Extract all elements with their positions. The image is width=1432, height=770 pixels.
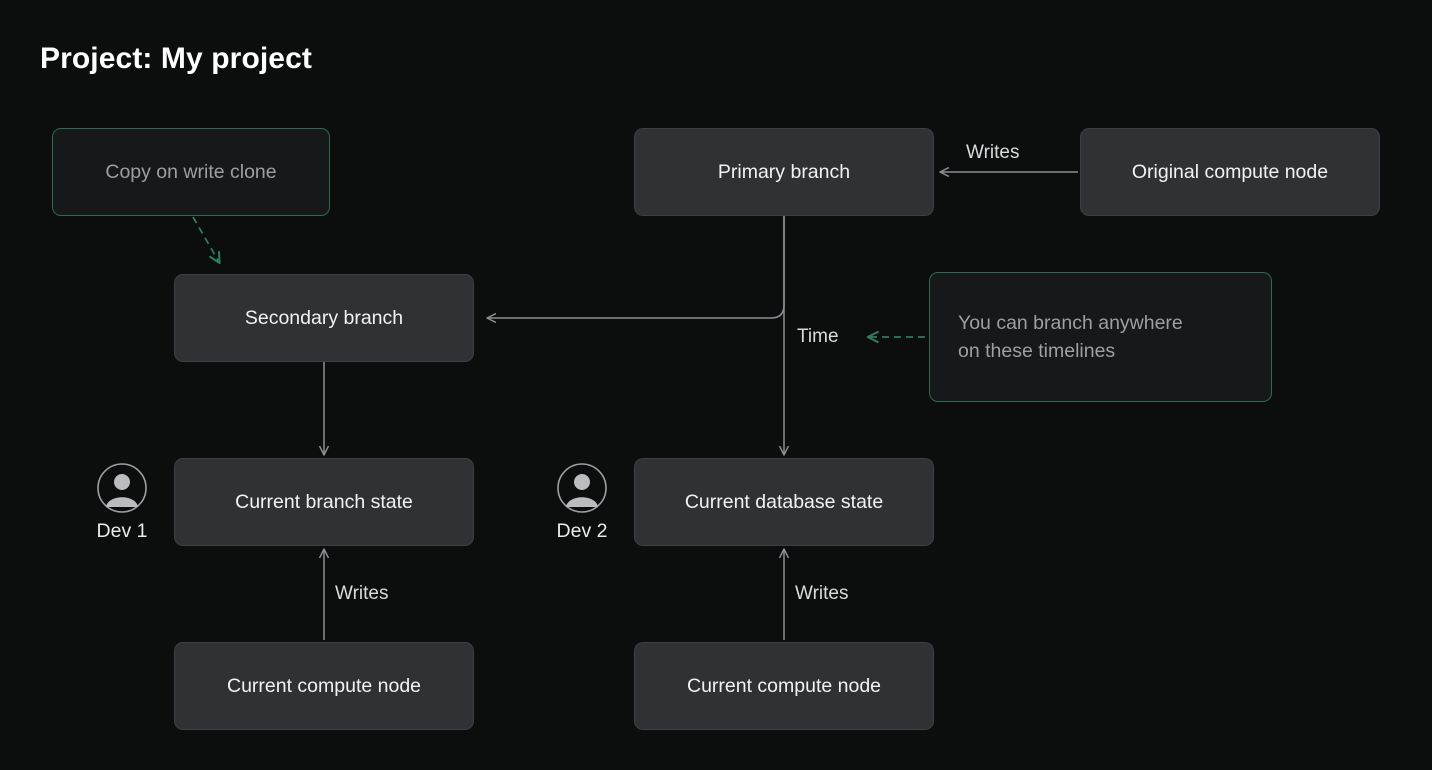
actor-dev-1-label: Dev 1 [96,520,148,542]
node-current-compute-node-right[interactable]: Current compute node [634,642,934,730]
node-current-compute-node-left[interactable]: Current compute node [174,642,474,730]
node-secondary-branch[interactable]: Secondary branch [174,274,474,362]
node-current-branch-state-label: Current branch state [235,490,413,513]
edge-label-writes-left: Writes [335,583,389,604]
node-primary-branch-label: Primary branch [717,160,851,183]
node-current-branch-state[interactable]: Current branch state [174,458,474,546]
user-avatar-icon [556,462,608,514]
node-current-compute-node-right-label: Current compute node [686,674,882,697]
node-current-compute-node-left-label: Current compute node [226,674,422,697]
user-avatar-icon [96,462,148,514]
annotation-copy-on-write-clone: Copy on write clone [52,128,330,216]
annotation-branch-anywhere-text: You can branch anywhere on these timelin… [958,309,1183,366]
edge-label-writes-top: Writes [966,142,1020,163]
actor-dev-2-label: Dev 2 [556,520,608,542]
annotation-branch-anywhere-line1: You can branch anywhere [958,311,1183,334]
edge-label-time: Time [797,326,839,347]
annotation-branch-anywhere: You can branch anywhere on these timelin… [929,272,1272,402]
node-primary-branch[interactable]: Primary branch [634,128,934,216]
actor-dev-2: Dev 2 [556,462,608,543]
edge-primary-to-secondary [486,216,785,323]
node-current-database-state-label: Current database state [684,490,884,513]
node-original-compute-node-label: Original compute node [1131,160,1329,183]
actor-dev-1: Dev 1 [96,462,148,543]
node-original-compute-node[interactable]: Original compute node [1080,128,1380,216]
annotation-branch-anywhere-line2: on these timelines [958,340,1116,362]
page-title: Project: My project [40,42,312,75]
edge-copy-on-write-to-secondary [192,216,221,265]
node-current-database-state[interactable]: Current database state [634,458,934,546]
annotation-copy-on-write-clone-label: Copy on write clone [105,160,277,183]
node-secondary-branch-label: Secondary branch [244,306,404,329]
edge-label-writes-right: Writes [795,583,849,604]
